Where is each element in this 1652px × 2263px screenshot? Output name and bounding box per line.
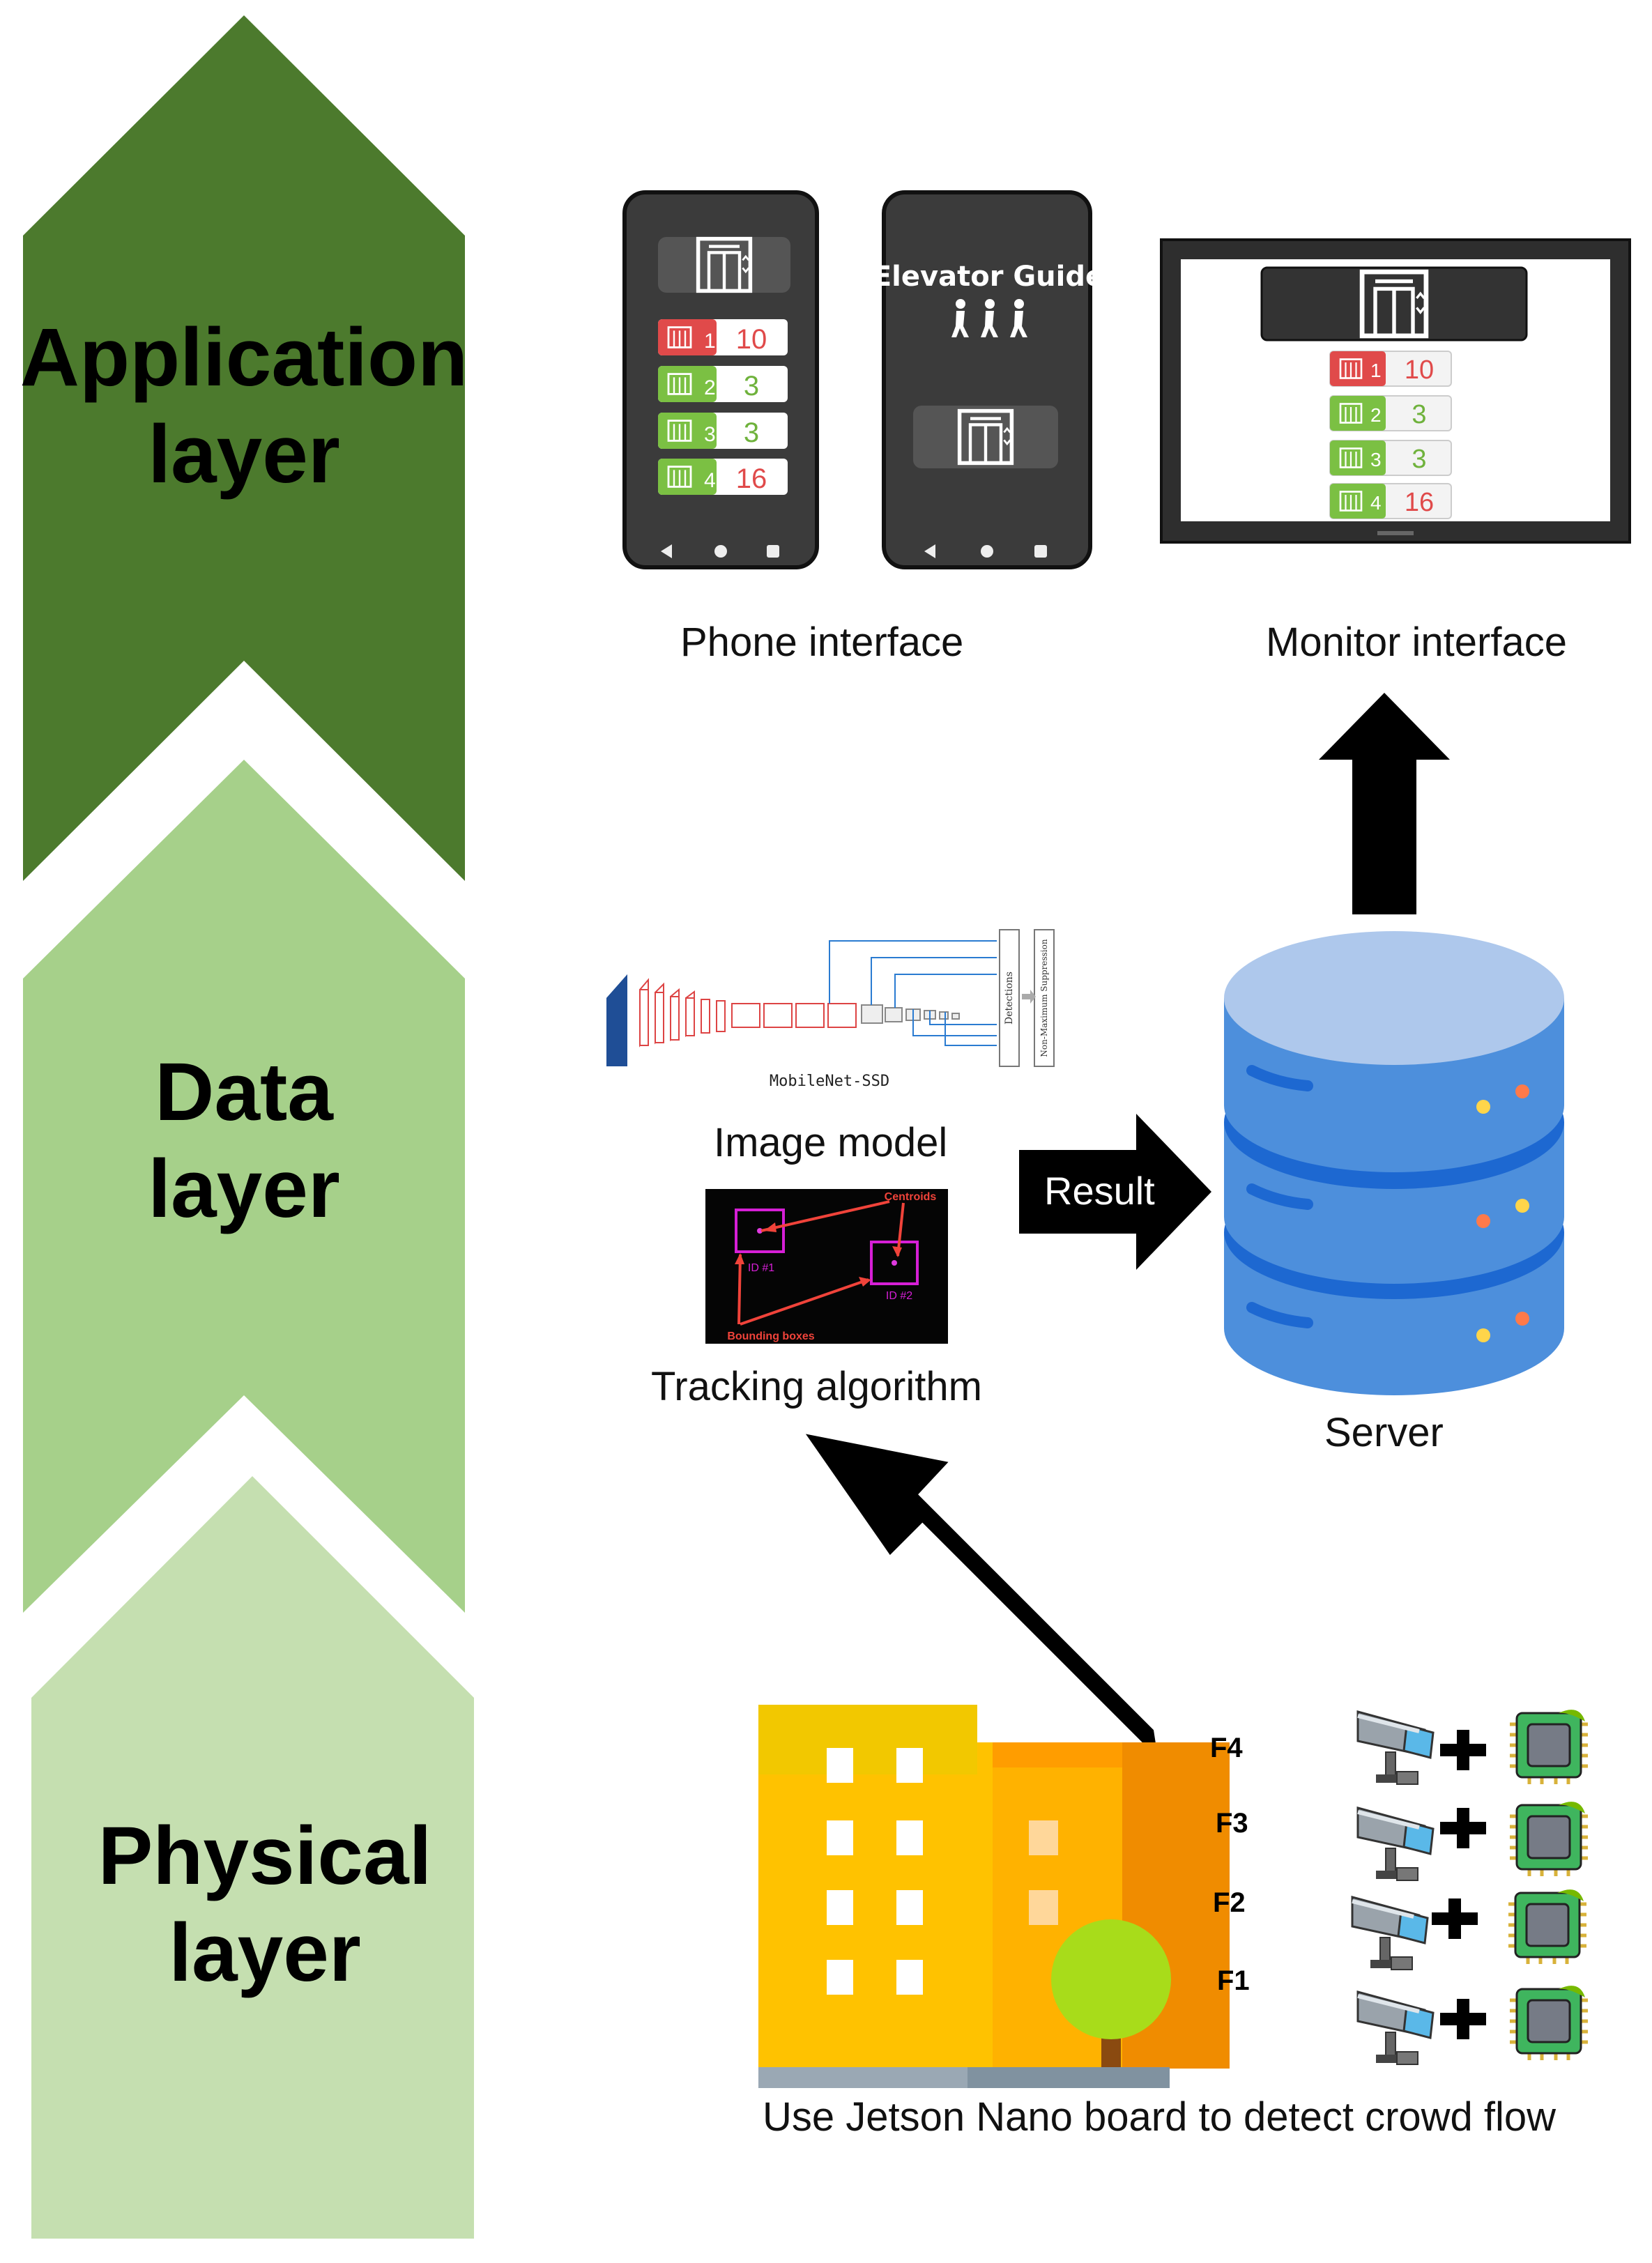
phone-row-1-id: 1 (704, 330, 716, 353)
application-layer-chevron (23, 15, 465, 881)
application-layer-line2: layer (148, 408, 340, 501)
floor-label-f1: F1 (1217, 1965, 1250, 1996)
phone-interface-guide: Elevator Guide (873, 190, 1104, 569)
physical-layer-line2: layer (169, 1907, 361, 2000)
model-nms-label: Non-Maximum Suppression (1039, 939, 1049, 1057)
floor-2-device (1352, 1889, 1586, 1970)
physical-layer-line1: Physical (98, 1810, 432, 1902)
server-caption: Server (1324, 1410, 1444, 1455)
building-icon (758, 1705, 1230, 2088)
arrow-up-to-monitor (1319, 693, 1450, 914)
walking-people-icon (951, 299, 1027, 337)
application-layer-title: Application layer (14, 309, 474, 503)
monitor-row-4 (1329, 483, 1452, 519)
data-layer-line1: Data (155, 1046, 333, 1138)
floor-3-device (1358, 1802, 1588, 1880)
model-detections-label: Detections (1004, 972, 1015, 1025)
tracking-centroids-label: Centroids (885, 1191, 937, 1203)
floor-4-device (1358, 1710, 1588, 1784)
data-layer-line2: layer (148, 1143, 340, 1236)
phone-row-3 (658, 413, 788, 449)
data-layer-chevron (23, 760, 465, 1613)
phone-nav-bar-2 (924, 544, 1047, 558)
phone-interface-list: 1 2 3 4 10 3 3 16 (622, 190, 819, 569)
tracking-id1-label: ID #1 (748, 1262, 774, 1274)
monitor-row-1-count: 10 (1405, 355, 1434, 385)
jetson-caption: Use Jetson Nano board to detect crowd fl… (763, 2094, 1557, 2140)
phone-row-1-count: 10 (736, 324, 767, 355)
physical-layer-title: Physical layer (28, 1808, 502, 2002)
monitor-row-2 (1329, 395, 1452, 431)
phone-app-title: Elevator Guide (873, 261, 1104, 293)
result-arrow (1019, 1114, 1211, 1270)
phone-row-2 (658, 366, 788, 402)
phone-row-3-id: 3 (704, 423, 716, 446)
data-layer-title: Data layer (14, 1044, 474, 1238)
mobilenet-ssd-figure: Detections Non-Maximum Suppression Mobil… (606, 929, 1055, 1090)
phone-row-2-id: 2 (704, 376, 716, 399)
monitor-interface: 1 2 3 4 10 3 3 16 (1160, 238, 1631, 544)
floor-label-f3: F3 (1216, 1808, 1248, 1839)
monitor-row-2-id: 2 (1370, 404, 1382, 426)
monitor-row-1 (1329, 351, 1452, 387)
floor-label-f4: F4 (1210, 1733, 1243, 1763)
tracking-id2-label: ID #2 (886, 1290, 912, 1302)
server-icon (1224, 931, 1564, 1395)
monitor-row-2-count: 3 (1412, 400, 1426, 429)
phone-row-2-count: 3 (744, 371, 759, 401)
floor-1-device (1358, 1986, 1588, 2064)
phone-interface-caption: Phone interface (680, 620, 964, 665)
image-model-caption: Image model (714, 1120, 948, 1165)
model-name-label: MobileNet-SSD (770, 1073, 889, 1090)
tracking-boxes-label: Bounding boxes (727, 1330, 814, 1342)
physical-layer-chevron (31, 1476, 474, 2239)
tracking-figure: Centroids ID #1 ID #2 Bounding boxes (705, 1189, 948, 1344)
floor-label-f2: F2 (1213, 1887, 1246, 1918)
phone-row-3-count: 3 (744, 417, 759, 448)
result-label: Result (1044, 1169, 1155, 1213)
tracking-algorithm-caption: Tracking algorithm (651, 1364, 982, 1409)
application-layer-line1: Application (20, 312, 468, 404)
monitor-row-3 (1329, 440, 1452, 476)
phone-row-4-count: 16 (736, 463, 767, 494)
monitor-row-3-id: 3 (1370, 449, 1382, 470)
phone-row-1 (658, 319, 788, 355)
monitor-interface-caption: Monitor interface (1266, 620, 1567, 665)
phone-nav-bar (661, 544, 779, 558)
arrow-up-from-building (805, 1434, 1158, 1758)
monitor-row-4-count: 16 (1405, 488, 1434, 517)
phone-row-4-id: 4 (704, 469, 716, 492)
phone-row-4 (658, 459, 788, 495)
monitor-row-1-id: 1 (1370, 360, 1382, 381)
monitor-row-3-count: 3 (1412, 445, 1426, 474)
monitor-row-4-id: 4 (1370, 492, 1382, 514)
